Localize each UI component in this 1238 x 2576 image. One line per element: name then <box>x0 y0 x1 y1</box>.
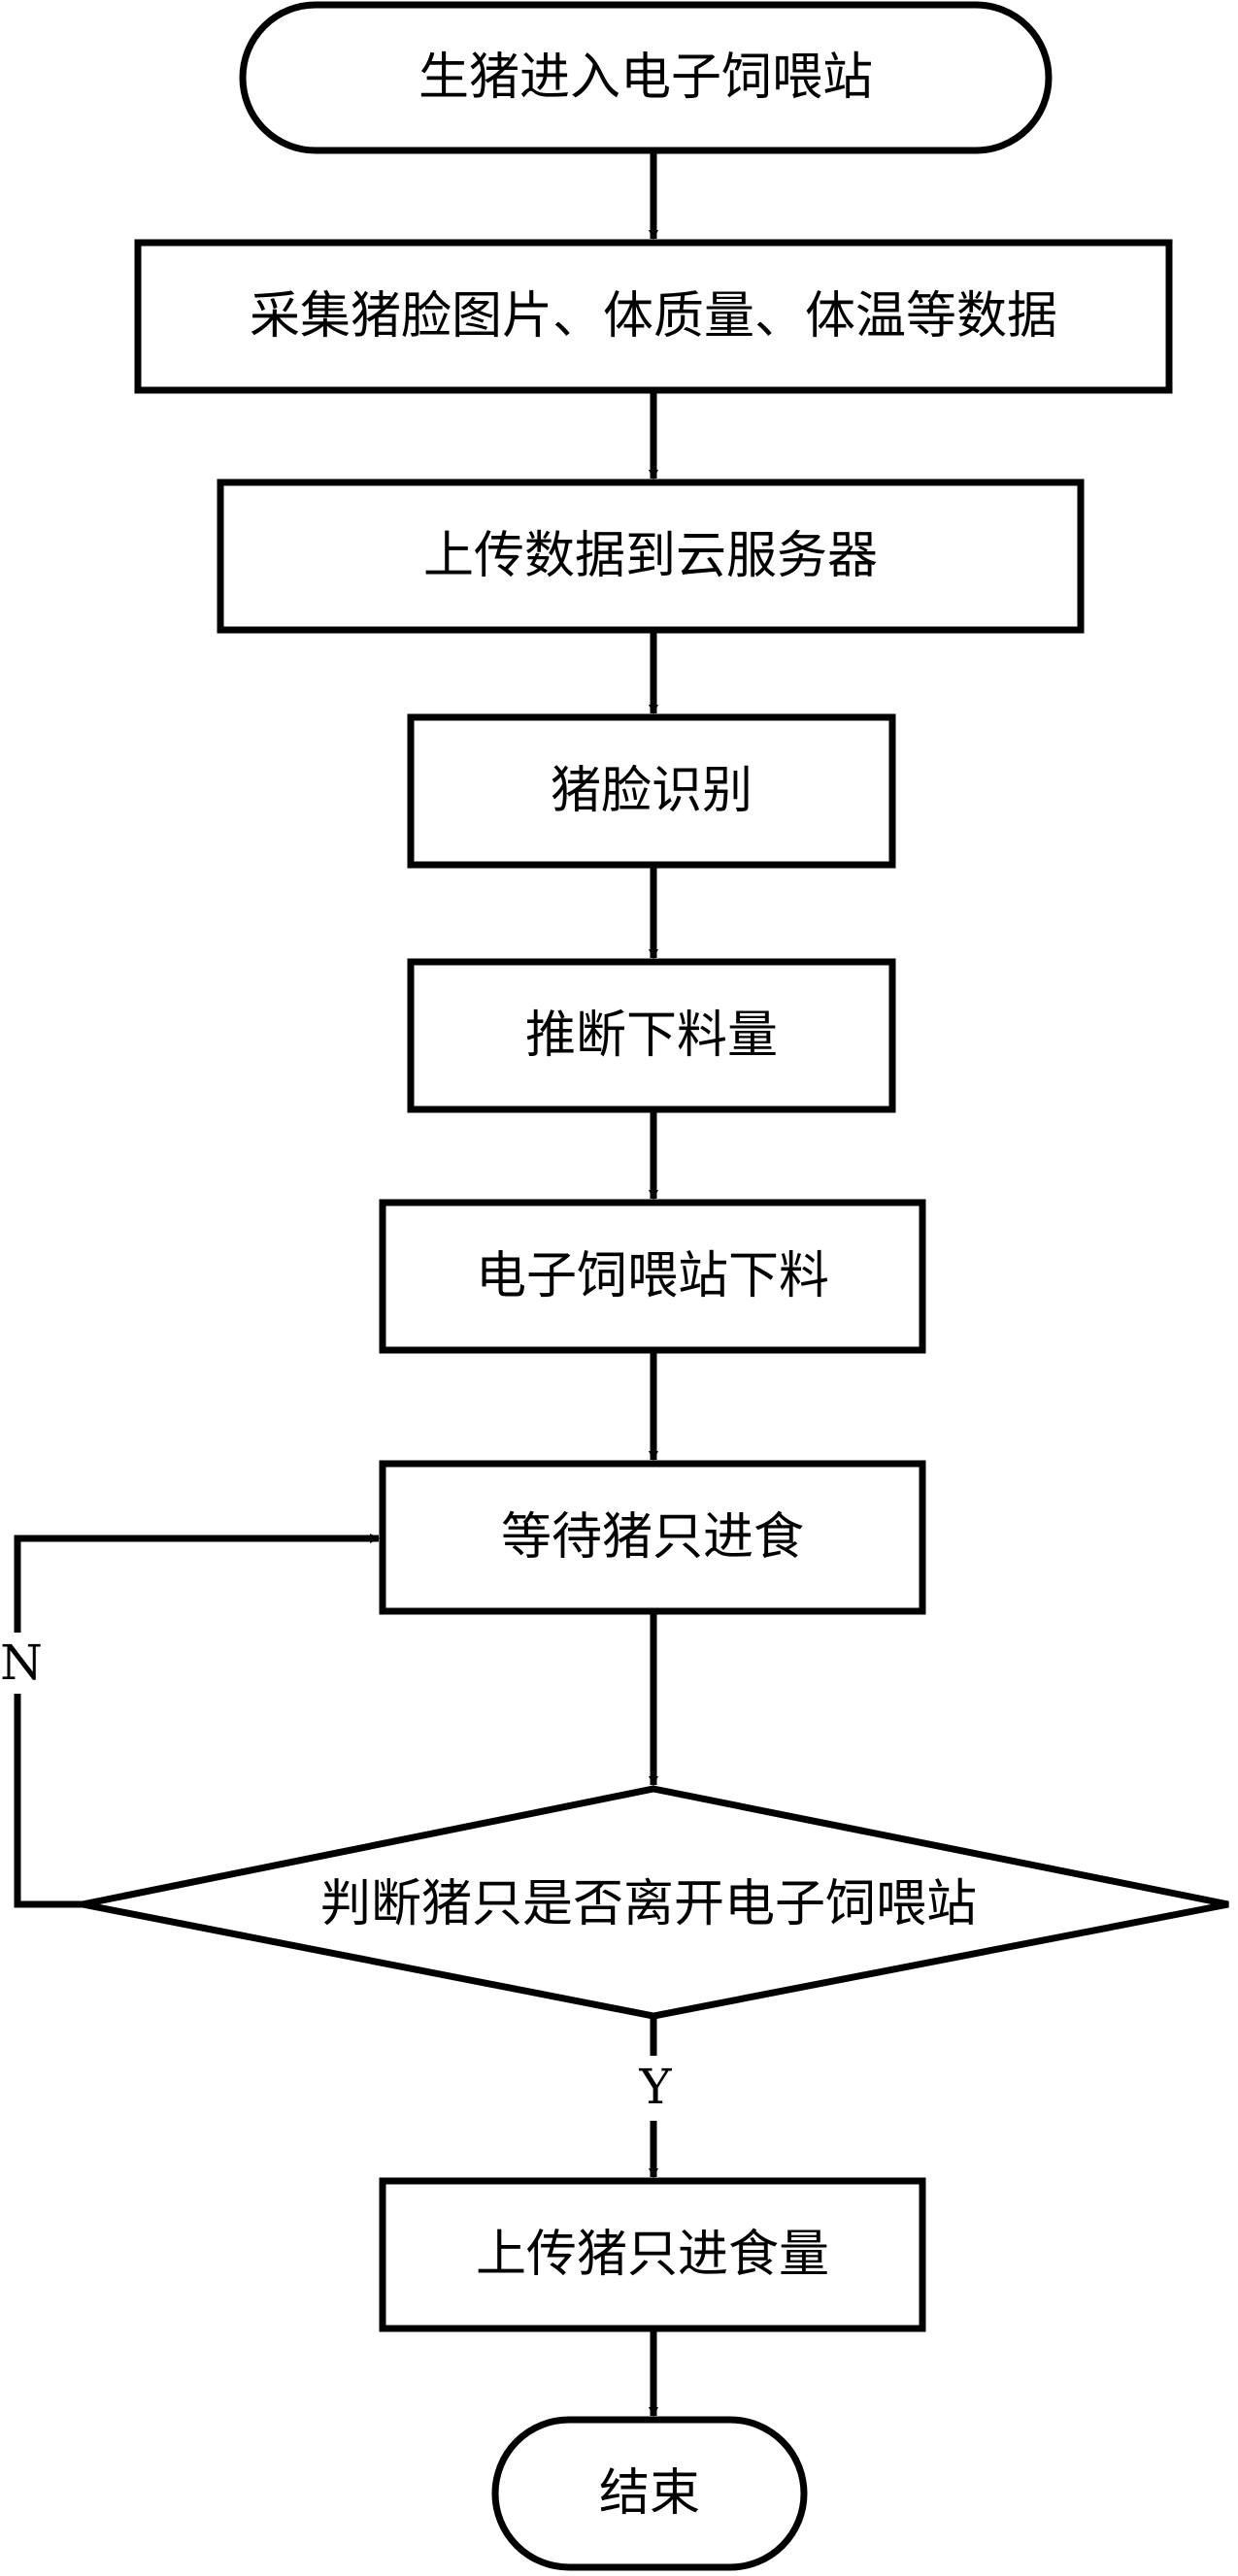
decision-label: 判断猪只是否离开电子饲喂站 <box>320 1875 977 1933</box>
arrow-no-loop-top <box>14 1534 380 1633</box>
step-wait-eating-label: 等待猪只进食 <box>501 1508 804 1567</box>
step-upload-data-label: 上传数据到云服务器 <box>423 527 878 585</box>
step-upload-intake-label: 上传猪只进食量 <box>476 2226 829 2284</box>
line-no-loop-bottom <box>14 1694 83 1908</box>
step-dispense-feed-label: 电子饲喂站下料 <box>476 1247 829 1305</box>
no-label: N <box>0 1635 43 1691</box>
step-face-recognition-label: 猪脸识别 <box>551 762 753 820</box>
end-label: 结束 <box>599 2464 700 2523</box>
step-infer-feed-label: 推断下料量 <box>525 1007 778 1065</box>
yes-label: Y <box>638 2059 672 2115</box>
step-collect-data-label: 采集猪脸图片、体质量、体温等数据 <box>250 287 1057 346</box>
end-terminator <box>491 2416 808 2571</box>
start-terminator <box>239 1 1053 154</box>
start-label: 生猪进入电子饲喂站 <box>418 49 873 107</box>
